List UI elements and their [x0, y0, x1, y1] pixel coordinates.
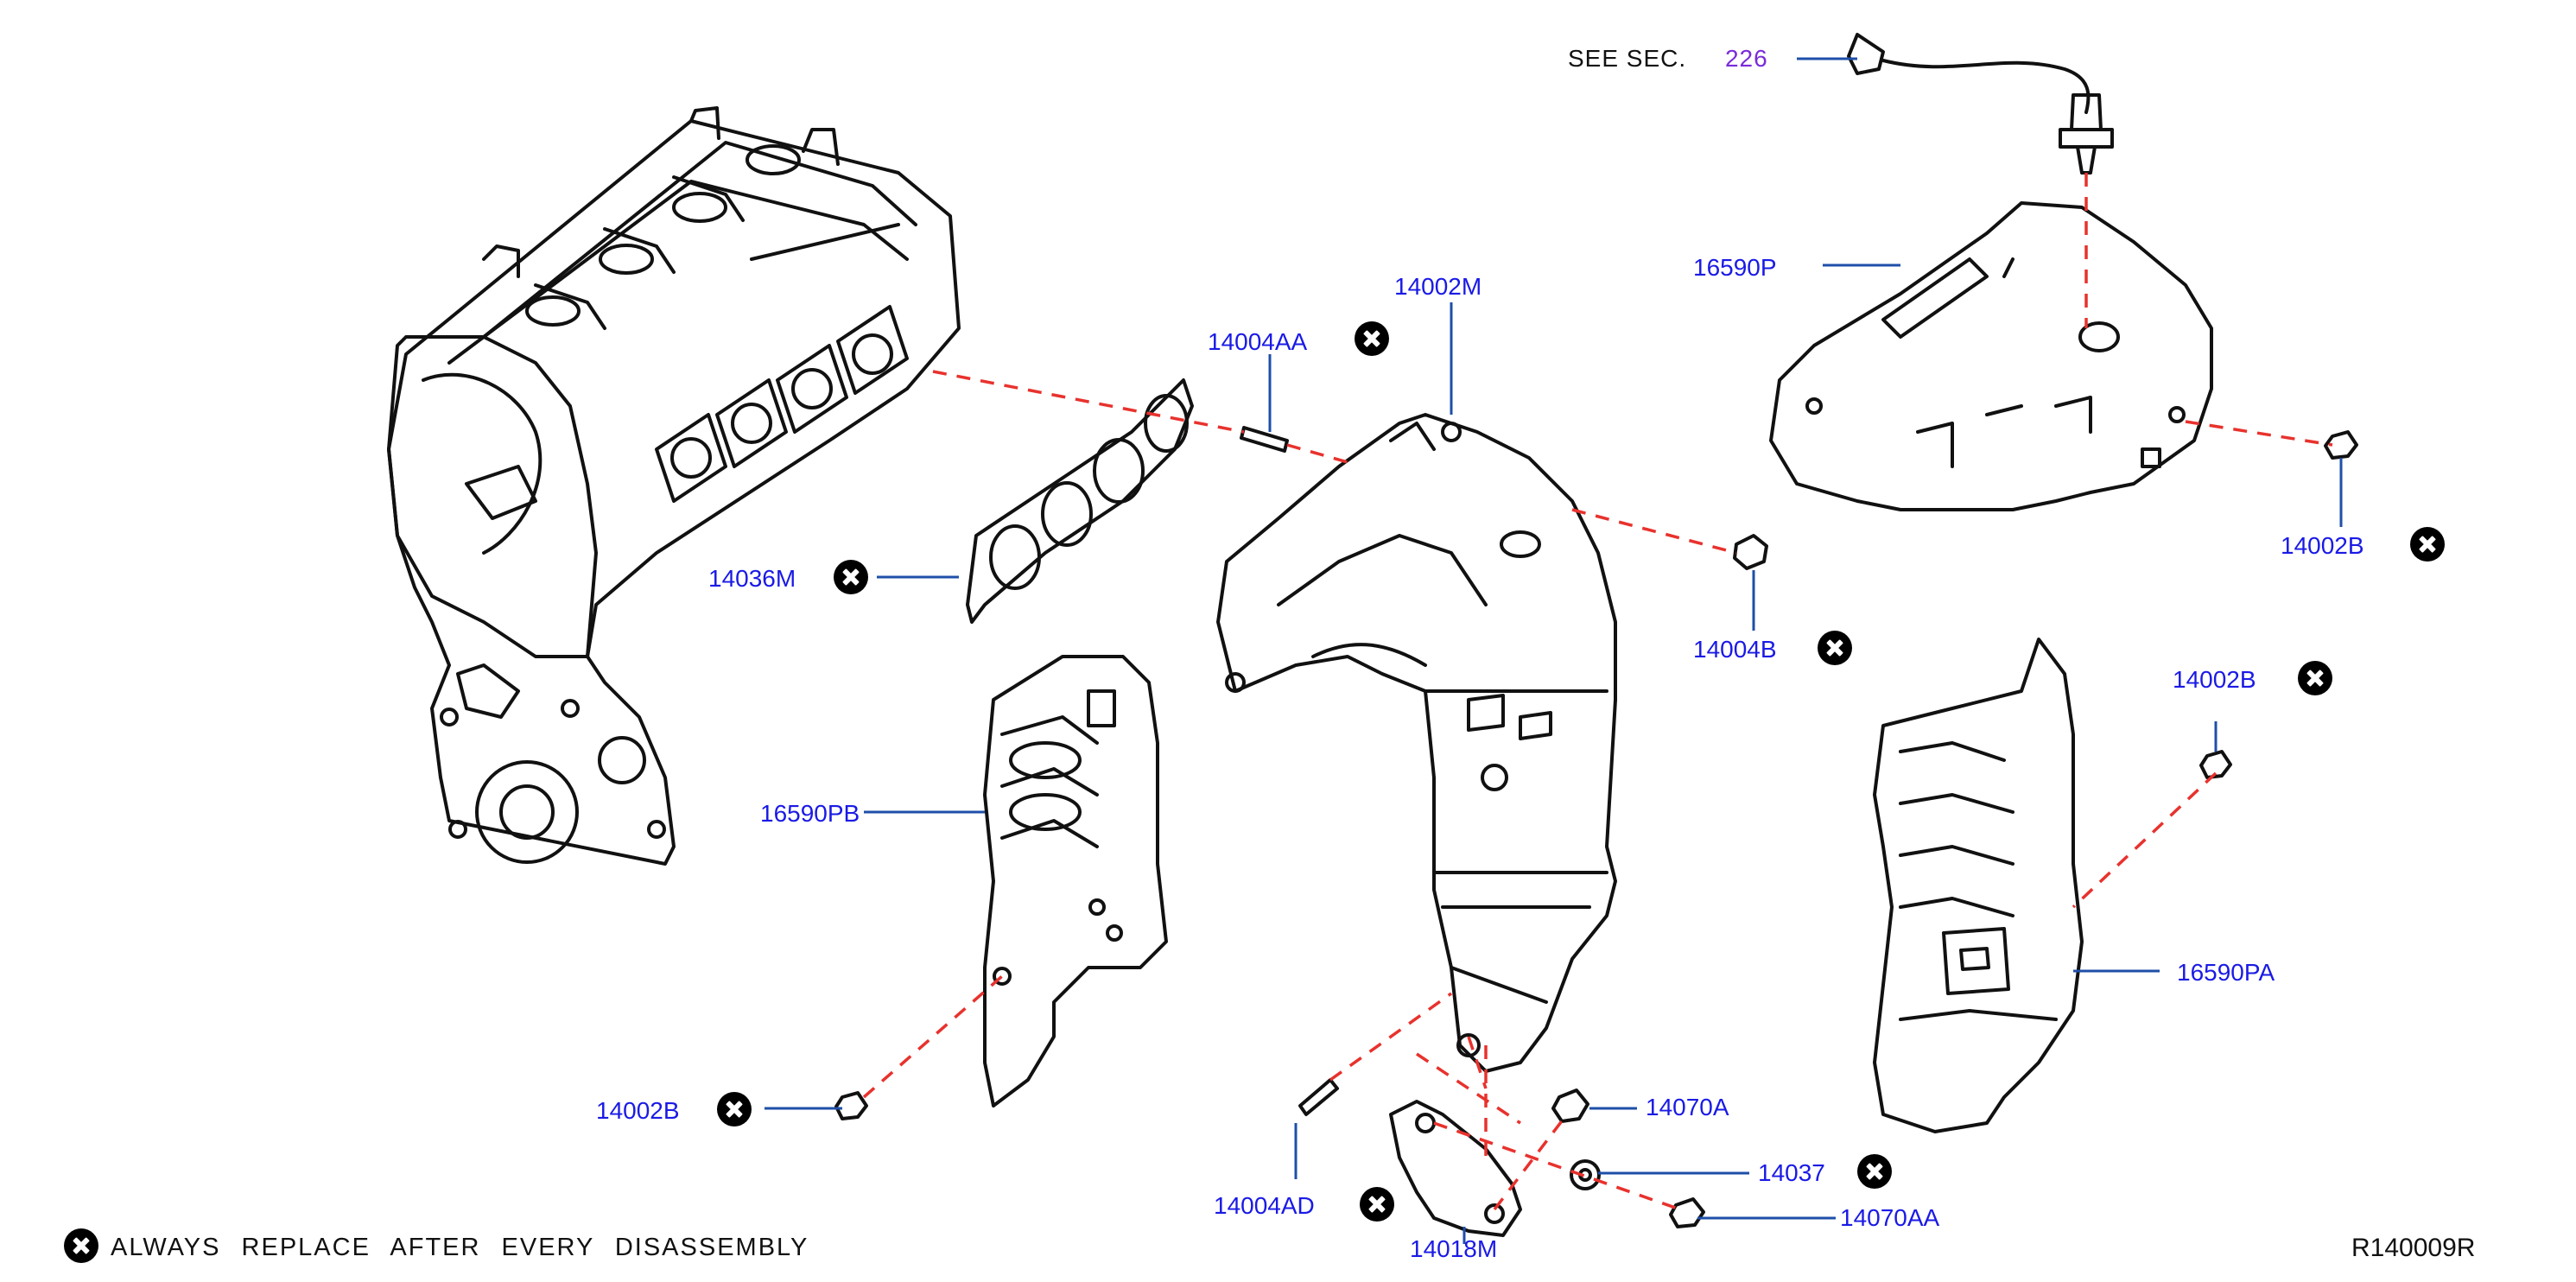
replace-x-icon	[2410, 527, 2445, 562]
part-label-16590PB[interactable]: 16590PB	[760, 800, 860, 827]
engine-cylinder-head	[387, 106, 961, 658]
legend-text: ALWAYS REPLACE AFTER EVERY DISASSEMBLY	[111, 1234, 809, 1261]
replace-x-icon	[1355, 321, 1389, 356]
heat-shield-lower-left	[983, 655, 1168, 1107]
diagram-code: R140009R	[2351, 1234, 2476, 1262]
manifold-bracket	[1389, 1100, 1522, 1237]
heat-shield-lower-right	[1873, 638, 2084, 1133]
see-section-text: SEE SEC.	[1568, 45, 1687, 72]
section-number-link[interactable]: 226	[1724, 45, 1768, 72]
replace-x-icon	[717, 1092, 752, 1127]
part-label-14002M[interactable]: 14002M	[1394, 273, 1482, 300]
fasteners	[834, 426, 2358, 1228]
part-label-14004B[interactable]: 14004B	[1693, 636, 1777, 663]
replace-x-icon	[2298, 661, 2332, 695]
callout-leaders	[765, 57, 2343, 1244]
engine-timing-cover	[387, 335, 676, 866]
part-label-14036M[interactable]: 14036M	[708, 565, 796, 592]
oxygen-sensor	[1847, 33, 2114, 175]
manifold-gasket	[966, 378, 1194, 624]
part-label-14004AD[interactable]: 14004AD	[1214, 1192, 1315, 1219]
part-label-16590PA[interactable]: 16590PA	[2177, 959, 2275, 986]
replace-x-icon	[1818, 631, 1852, 665]
x-circle-icon	[64, 1228, 98, 1263]
replace-x-icon	[1360, 1187, 1394, 1222]
section-reference[interactable]: SEE SEC. 226	[1568, 47, 1768, 71]
part-label-14037[interactable]: 14037	[1758, 1159, 1825, 1186]
part-label-14002B-upper[interactable]: 14002B	[2281, 532, 2364, 559]
part-label-14004AA[interactable]: 14004AA	[1208, 328, 1308, 355]
replace-x-icon	[834, 560, 868, 594]
assembly-lines	[862, 173, 2333, 1211]
part-label-14018M[interactable]: 14018M	[1410, 1235, 1498, 1262]
part-label-16590P[interactable]: 16590P	[1693, 254, 1777, 281]
part-label-14070A[interactable]: 14070A	[1646, 1094, 1729, 1120]
part-label-14002B-lower[interactable]: 14002B	[596, 1097, 680, 1124]
part-label-14070AA[interactable]: 14070AA	[1840, 1204, 1940, 1231]
heat-shield-upper	[1769, 201, 2213, 511]
exhaust-manifold-catalyst	[1216, 413, 1617, 1073]
part-label-14002B-middle[interactable]: 14002B	[2173, 666, 2256, 693]
replace-x-icon	[1857, 1154, 1892, 1189]
